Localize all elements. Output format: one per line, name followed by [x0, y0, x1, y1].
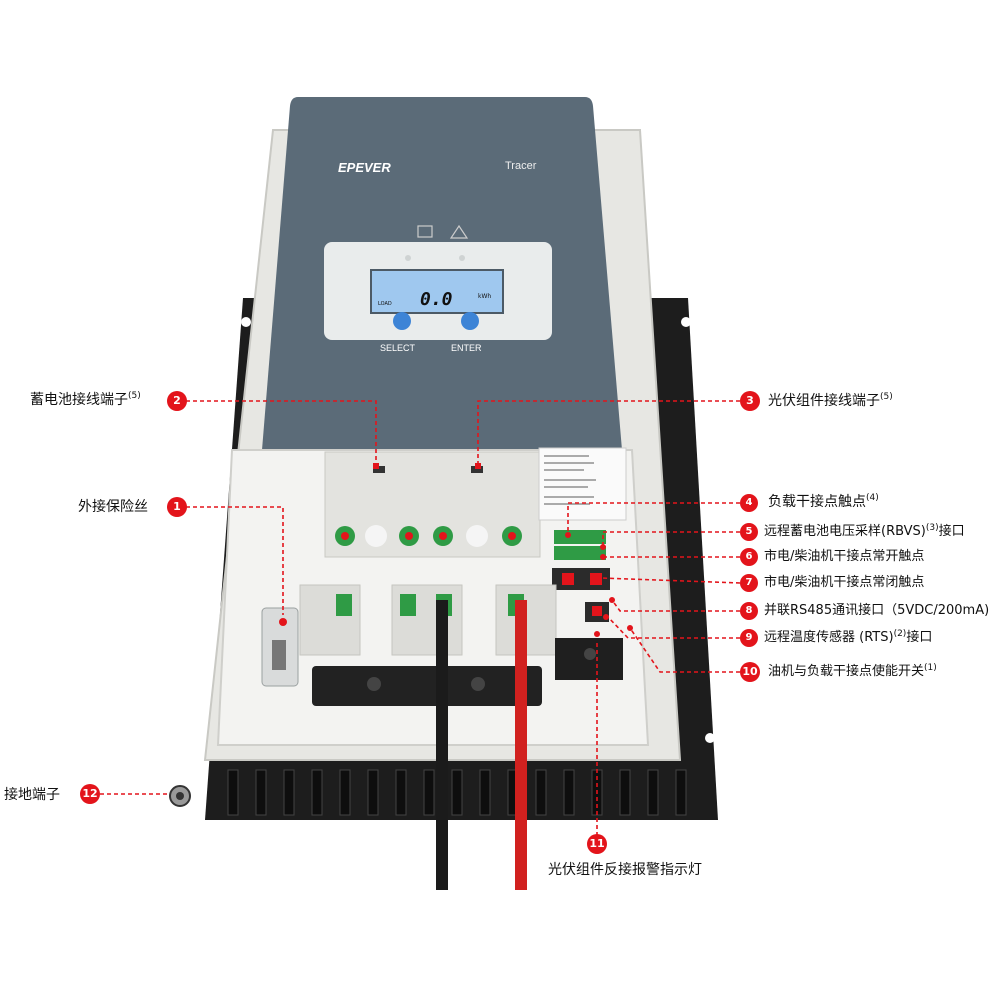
callout-label-8: 并联RS485通讯接口（5VDC/200mA): [764, 603, 990, 618]
callout-label-4: 负载干接点触点(4): [768, 493, 879, 510]
callout-label-11: 光伏组件反接报警指示灯: [548, 862, 702, 878]
callout-badge-11: 11: [587, 834, 607, 854]
callout-badge-6: 6: [740, 548, 758, 566]
select-button[interactable]: [393, 312, 411, 330]
callout-label-2: 蓄电池接线端子(5): [30, 391, 141, 408]
spec-label: [538, 447, 627, 521]
lcd-mode: LOAD: [378, 301, 392, 307]
enter-label: ENTER: [451, 343, 482, 353]
callout-label-3: 光伏组件接线端子(5): [768, 392, 893, 409]
callout-label-10: 油机与负载干接点使能开关(1): [768, 663, 937, 679]
lcd-unit: kWh: [478, 293, 491, 300]
mount-hole: [681, 317, 691, 327]
callout-badge-12: 12: [80, 784, 100, 804]
red-cable: [515, 600, 527, 890]
callout-badge-1: 1: [167, 497, 187, 517]
connector-4: [554, 530, 606, 544]
callout-badge-10: 10: [740, 662, 760, 682]
callout-badge-3: 3: [740, 391, 760, 411]
callout-badge-4: 4: [740, 494, 758, 512]
select-label: SELECT: [380, 343, 416, 353]
callout-badge-2: 2: [167, 391, 187, 411]
lcd-screen: [370, 269, 504, 314]
callout-label-5: 远程蓄电池电压采样(RBVS)(3)接口: [764, 523, 965, 539]
callout-label-12: 接地端子: [4, 787, 60, 803]
model-name: Tracer: [505, 160, 537, 172]
callout-badge-7: 7: [740, 574, 758, 592]
warning-icon: [449, 224, 469, 239]
lcd-value: 0.0: [420, 289, 453, 310]
heatsink-fins: [227, 769, 687, 816]
callout-badge-5: 5: [740, 523, 758, 541]
callout-label-6: 市电/柴油机干接点常开触点: [764, 549, 925, 564]
leader-lines: [100, 400, 741, 836]
callout-badge-9: 9: [740, 629, 758, 647]
terminals: [335, 525, 522, 547]
mount-hole: [241, 317, 251, 327]
connector-5-6: [554, 546, 606, 560]
callout-label-1: 外接保险丝: [78, 499, 148, 515]
brand-logo: EPEVER: [338, 160, 391, 175]
enter-button[interactable]: [461, 312, 479, 330]
black-cable: [436, 600, 448, 890]
mount-hole: [705, 733, 715, 743]
cable-clamp: [312, 666, 542, 706]
callout-label-9: 远程温度传感器 (RTS)(2)接口: [764, 629, 933, 645]
callout-label-7: 市电/柴油机干接点常闭触点: [764, 575, 925, 590]
callout-badge-8: 8: [740, 602, 758, 620]
manual-icon: [417, 225, 433, 238]
